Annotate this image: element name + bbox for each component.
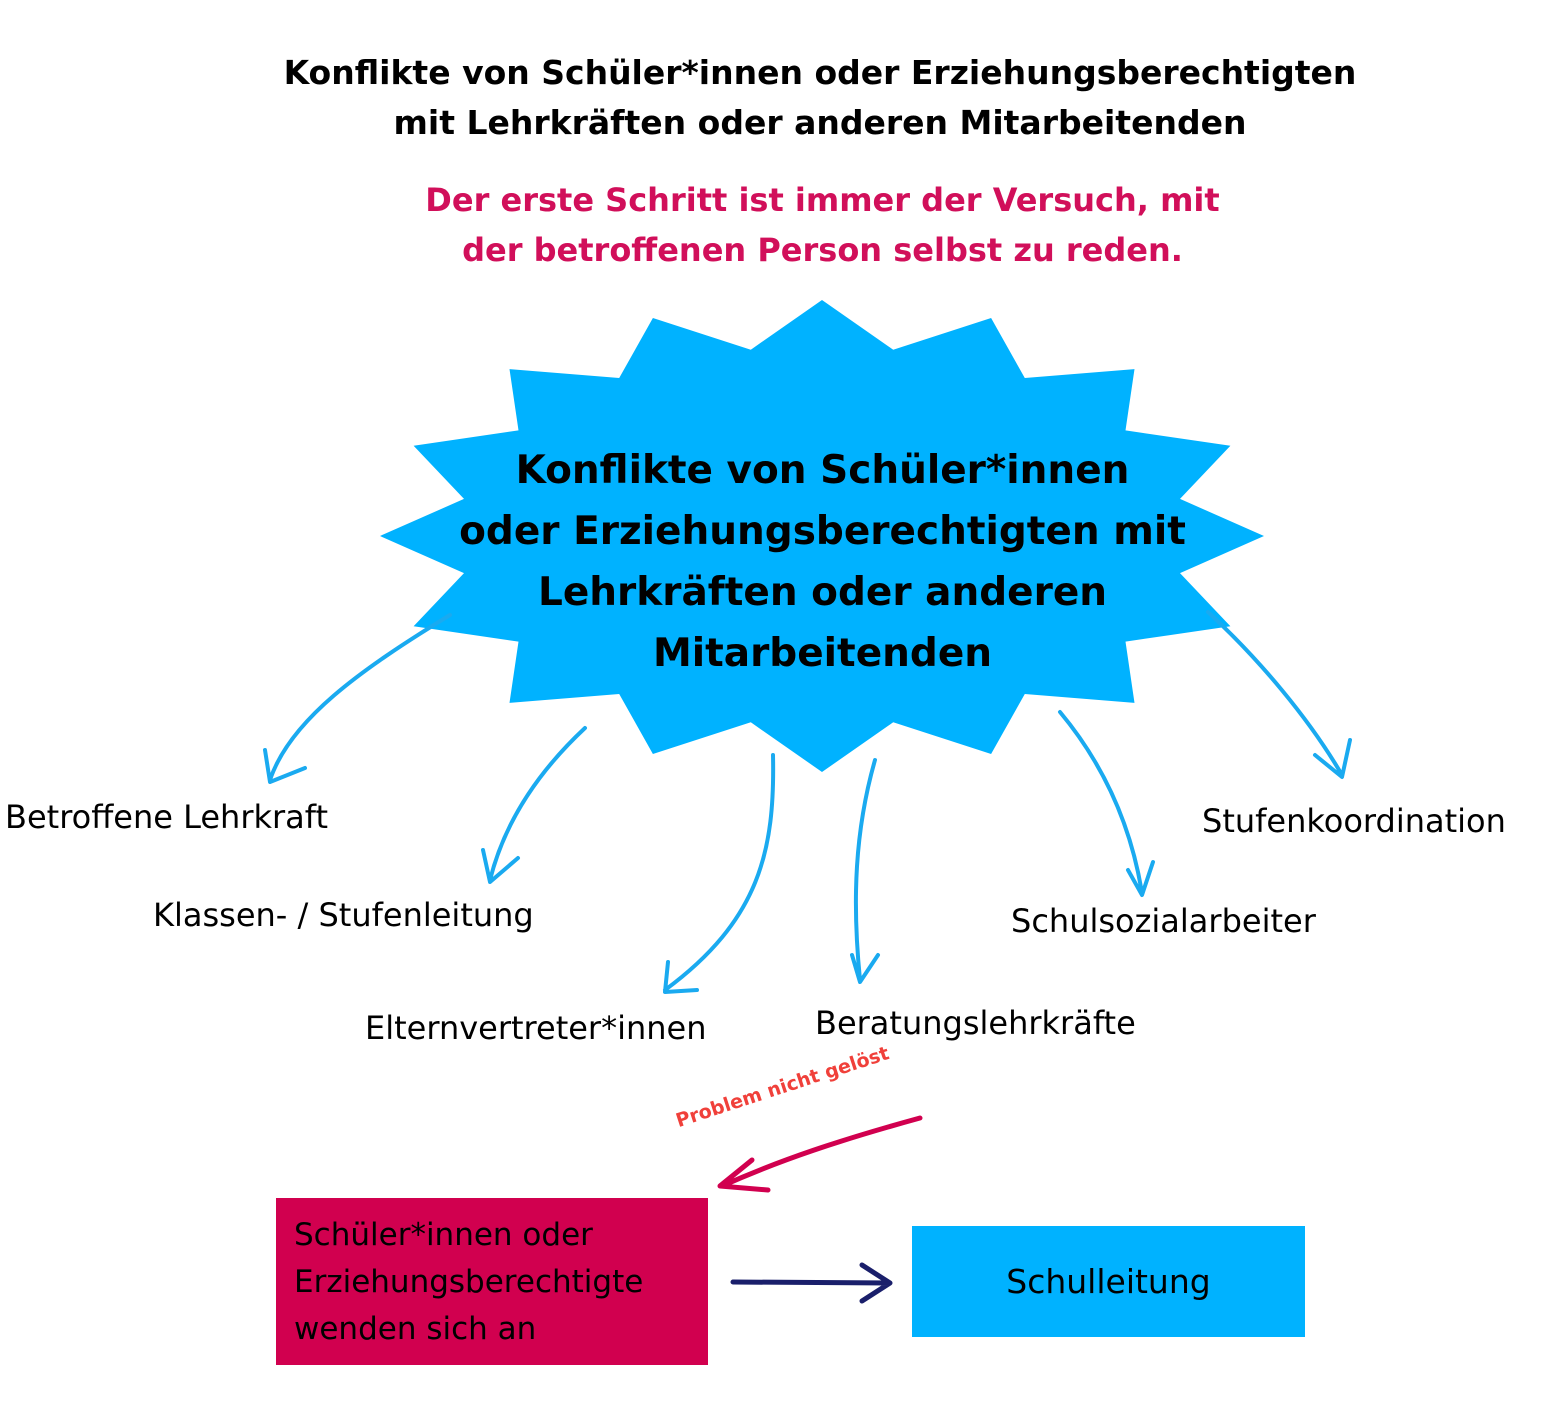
- arrow-to-betroffene-lehrkraft: [263, 613, 452, 784]
- arrow-to-klassenleitung: [481, 726, 587, 884]
- box-line: wenden sich an: [294, 1311, 537, 1347]
- center-line: Mitarbeitenden: [652, 631, 993, 676]
- box-line: Schüler*innen oder: [294, 1217, 593, 1253]
- title-line: Konflikte von Schüler*innen oder Erziehu…: [283, 53, 1357, 92]
- subtitle-line: der betroffenen Person selbst zu reden.: [462, 231, 1183, 269]
- subtitle: Der erste Schritt ist immer der Versuch,…: [0, 175, 1550, 275]
- contact-beratungslehrkraefte: Beratungslehrkräfte: [815, 1004, 1136, 1042]
- starburst-shape: [380, 300, 1264, 772]
- contact-schulsozialarbeiter: Schulsozialarbeiter: [1011, 902, 1316, 940]
- contact-betroffene-lehrkraft: Betroffene Lehrkraft: [5, 798, 329, 836]
- problem-arrow: [717, 1115, 923, 1193]
- central-conflict-text: Konflikte von Schüler*innen oder Erziehu…: [450, 440, 1195, 684]
- arrow-to-schulsozialarbeiter: [1058, 710, 1155, 897]
- students-parents-box: Schüler*innen oder Erziehungsberechtigte…: [276, 1198, 708, 1365]
- arrow-to-beratungslehrkraefte: [850, 758, 880, 984]
- arrow-to-schulleitung: [730, 1262, 893, 1304]
- schulleitung-box: Schulleitung: [912, 1226, 1305, 1337]
- arrow-to-stufenkoordination: [1206, 610, 1352, 779]
- contact-stufenkoordination: Stufenkoordination: [1202, 802, 1506, 840]
- contact-klassenleitung: Klassen- / Stufenleitung: [153, 896, 534, 934]
- title-line: mit Lehrkräften oder anderen Mitarbeiten…: [393, 103, 1247, 142]
- subtitle-line: Der erste Schritt ist immer der Versuch,…: [425, 181, 1220, 219]
- center-line: oder Erziehungsberechtigten mit: [459, 509, 1186, 554]
- center-line: Konflikte von Schüler*innen: [515, 448, 1130, 493]
- page-title: Konflikte von Schüler*innen oder Erziehu…: [0, 48, 1550, 148]
- center-line: Lehrkräften oder anderen: [537, 570, 1108, 615]
- schulleitung-label: Schulleitung: [1006, 1262, 1211, 1301]
- box-line: Erziehungsberechtigte: [294, 1264, 644, 1300]
- contact-elternvertreter: Elternvertreter*innen: [365, 1009, 707, 1047]
- arrow-to-elternvertreter: [663, 753, 776, 994]
